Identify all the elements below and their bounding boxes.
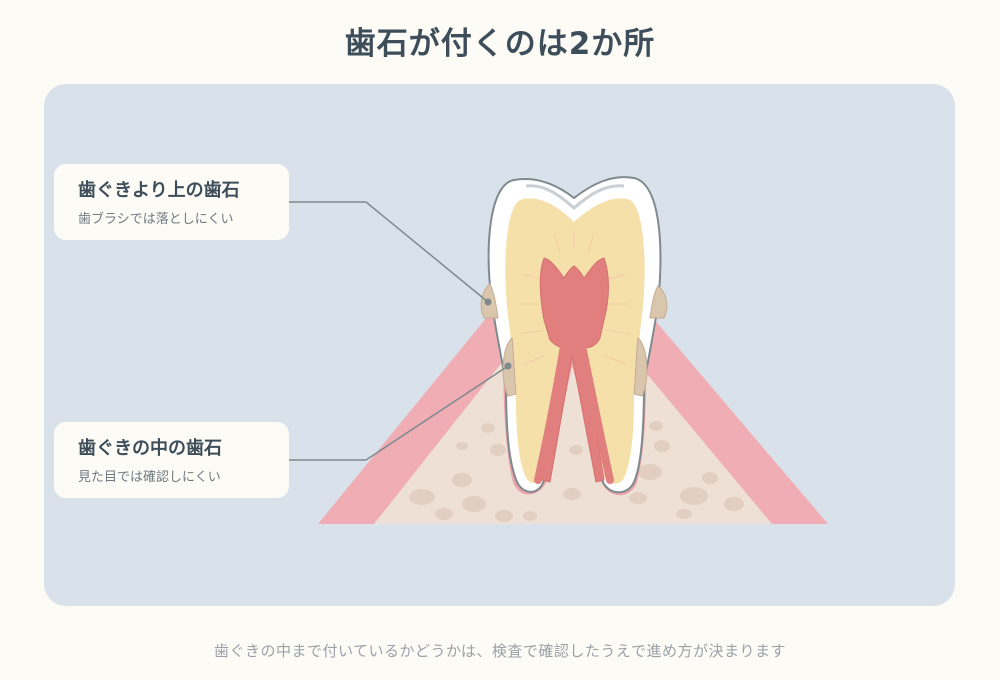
- leader-line-upper: [289, 201, 489, 303]
- bone-pores: [409, 421, 744, 522]
- label-supragingival-tartar: 歯ぐきより上の歯石 歯ブラシでは落としにくい: [54, 164, 289, 240]
- label-lower-title: 歯ぐきの中の歯石: [78, 438, 222, 459]
- leader-line-lower: [289, 365, 509, 461]
- alveolar-bone: [374, 332, 772, 524]
- root-canal-right: [578, 342, 614, 484]
- label-lower-subtitle: 見た目では確認しにくい: [78, 470, 221, 485]
- footnote: 歯ぐきの中まで付いているかどうかは、検査で確認したうえで進め方が決まります: [213, 642, 786, 660]
- page-title: 歯石が付くのは2か所: [344, 26, 656, 62]
- label-subgingival-tartar: 歯ぐきの中の歯石 見た目では確認しにくい: [54, 422, 289, 498]
- tooth-pulp: [539, 257, 609, 483]
- label-upper-subtitle: 歯ブラシでは落としにくい: [78, 212, 234, 227]
- label-upper-title: 歯ぐきより上の歯石: [78, 180, 240, 201]
- tartar-supragingival-right: [649, 285, 668, 319]
- leader-dot-upper: [484, 298, 492, 306]
- root-canal-left: [534, 342, 568, 484]
- tartar-subgingival-right: [633, 337, 648, 397]
- enamel-highlight: [525, 184, 625, 210]
- diagram-panel: 歯ぐきより上の歯石 歯ブラシでは落としにくい 歯ぐきの中の歯石 見た目では確認し…: [44, 84, 955, 606]
- tooth-diagram: [289, 176, 828, 524]
- leader-dot-lower: [504, 362, 512, 370]
